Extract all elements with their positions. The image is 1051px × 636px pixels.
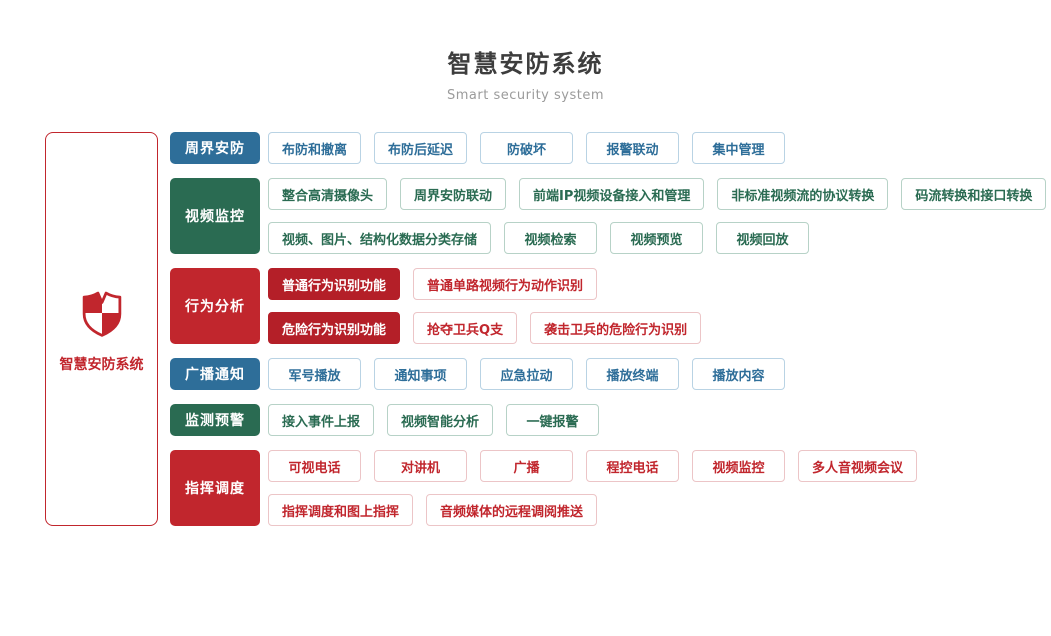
section-behavior-analysis: 行为分析普通行为识别功能普通单路视频行为动作识别危险行为识别功能抢夺卫兵Q支袭击… xyxy=(170,268,1046,344)
category-monitoring-warning: 监测预警 xyxy=(170,404,260,436)
feature-button: 军号播放 xyxy=(268,358,361,390)
category-broadcast-notice: 广播通知 xyxy=(170,358,260,390)
section-broadcast-notice: 广播通知军号播放通知事项应急拉动播放终端播放内容 xyxy=(170,358,1046,390)
feature-button: 播放内容 xyxy=(692,358,785,390)
feature-button: 对讲机 xyxy=(374,450,467,482)
feature-row: 指挥调度和图上指挥音频媒体的远程调阅推送 xyxy=(268,494,917,526)
feature-button: 一键报警 xyxy=(506,404,600,436)
root-label: 智慧安防系统 xyxy=(59,356,144,373)
section-monitoring-warning: 监测预警接入事件上报视频智能分析一键报警 xyxy=(170,404,1046,436)
section-video-surveillance: 视频监控整合高清摄像头周界安防联动前端IP视频设备接入和管理非标准视频流的协议转… xyxy=(170,178,1047,254)
feature-button: 指挥调度和图上指挥 xyxy=(268,494,414,526)
section-perimeter-security: 周界安防布防和撤离布防后延迟防破坏报警联动集中管理 xyxy=(170,132,1046,164)
feature-rows: 可视电话对讲机广播程控电话视频监控多人音视频会议指挥调度和图上指挥音频媒体的远程… xyxy=(268,450,918,526)
page-title: 智慧安防系统 xyxy=(447,50,604,78)
feature-button: 可视电话 xyxy=(268,450,361,482)
feature-row: 视频、图片、结构化数据分类存储视频检索视频预览视频回放 xyxy=(268,222,1046,254)
feature-row: 普通行为识别功能普通单路视频行为动作识别 xyxy=(268,268,701,300)
page-header: 智慧安防系统 Smart security system xyxy=(0,0,1051,103)
category-perimeter-security: 周界安防 xyxy=(170,132,260,164)
feature-row: 布防和撤离布防后延迟防破坏报警联动集中管理 xyxy=(268,132,786,164)
feature-button: 布防后延迟 xyxy=(374,132,468,164)
feature-row: 可视电话对讲机广播程控电话视频监控多人音视频会议 xyxy=(268,450,918,482)
feature-button: 音频媒体的远程调阅推送 xyxy=(426,494,598,526)
feature-button: 视频、图片、结构化数据分类存储 xyxy=(268,222,492,254)
feature-rows: 接入事件上报视频智能分析一键报警 xyxy=(268,404,600,436)
root-box: 智慧安防系统 xyxy=(45,132,158,526)
feature-button: 前端IP视频设备接入和管理 xyxy=(519,178,705,210)
feature-button: 接入事件上报 xyxy=(268,404,375,436)
feature-button: 袭击卫兵的危险行为识别 xyxy=(530,312,702,344)
feature-button: 抢夺卫兵Q支 xyxy=(413,312,518,344)
feature-button: 通知事项 xyxy=(374,358,467,390)
feature-button: 应急拉动 xyxy=(480,358,573,390)
shield-icon xyxy=(76,285,128,345)
sections: 周界安防布防和撤离布防后延迟防破坏报警联动集中管理视频监控整合高清摄像头周界安防… xyxy=(170,132,1047,526)
feature-button: 广播 xyxy=(480,450,573,482)
category-command-dispatch: 指挥调度 xyxy=(170,450,260,526)
feature-row: 接入事件上报视频智能分析一键报警 xyxy=(268,404,600,436)
feature-button: 普通单路视频行为动作识别 xyxy=(413,268,598,300)
feature-button: 危险行为识别功能 xyxy=(268,312,401,344)
feature-row: 整合高清摄像头周界安防联动前端IP视频设备接入和管理非标准视频流的协议转换码流转… xyxy=(268,178,1047,210)
feature-rows: 军号播放通知事项应急拉动播放终端播放内容 xyxy=(268,358,785,390)
feature-button: 报警联动 xyxy=(586,132,680,164)
category-behavior-analysis: 行为分析 xyxy=(170,268,260,344)
page-subtitle: Smart security system xyxy=(447,88,604,103)
feature-button: 程控电话 xyxy=(586,450,679,482)
feature-button: 视频监控 xyxy=(692,450,785,482)
feature-button: 防破坏 xyxy=(480,132,574,164)
feature-button: 非标准视频流的协议转换 xyxy=(717,178,889,210)
feature-button: 普通行为识别功能 xyxy=(268,268,401,300)
feature-button: 播放终端 xyxy=(586,358,679,390)
feature-button: 周界安防联动 xyxy=(400,178,507,210)
feature-button: 码流转换和接口转换 xyxy=(901,178,1047,210)
feature-button: 视频回放 xyxy=(716,222,810,254)
feature-rows: 整合高清摄像头周界安防联动前端IP视频设备接入和管理非标准视频流的协议转换码流转… xyxy=(268,178,1047,254)
feature-button: 视频智能分析 xyxy=(387,404,494,436)
feature-rows: 普通行为识别功能普通单路视频行为动作识别危险行为识别功能抢夺卫兵Q支袭击卫兵的危… xyxy=(268,268,702,344)
feature-rows: 布防和撤离布防后延迟防破坏报警联动集中管理 xyxy=(268,132,786,164)
feature-button: 视频检索 xyxy=(504,222,598,254)
feature-button: 整合高清摄像头 xyxy=(268,178,388,210)
feature-row: 军号播放通知事项应急拉动播放终端播放内容 xyxy=(268,358,785,390)
category-video-surveillance: 视频监控 xyxy=(170,178,260,254)
feature-button: 多人音视频会议 xyxy=(798,450,918,482)
diagram: 智慧安防系统 周界安防布防和撤离布防后延迟防破坏报警联动集中管理视频监控整合高清… xyxy=(45,132,1047,526)
feature-row: 危险行为识别功能抢夺卫兵Q支袭击卫兵的危险行为识别 xyxy=(268,312,702,344)
feature-button: 布防和撤离 xyxy=(268,132,362,164)
section-command-dispatch: 指挥调度可视电话对讲机广播程控电话视频监控多人音视频会议指挥调度和图上指挥音频媒… xyxy=(170,450,1046,526)
feature-button: 集中管理 xyxy=(692,132,786,164)
feature-button: 视频预览 xyxy=(610,222,704,254)
